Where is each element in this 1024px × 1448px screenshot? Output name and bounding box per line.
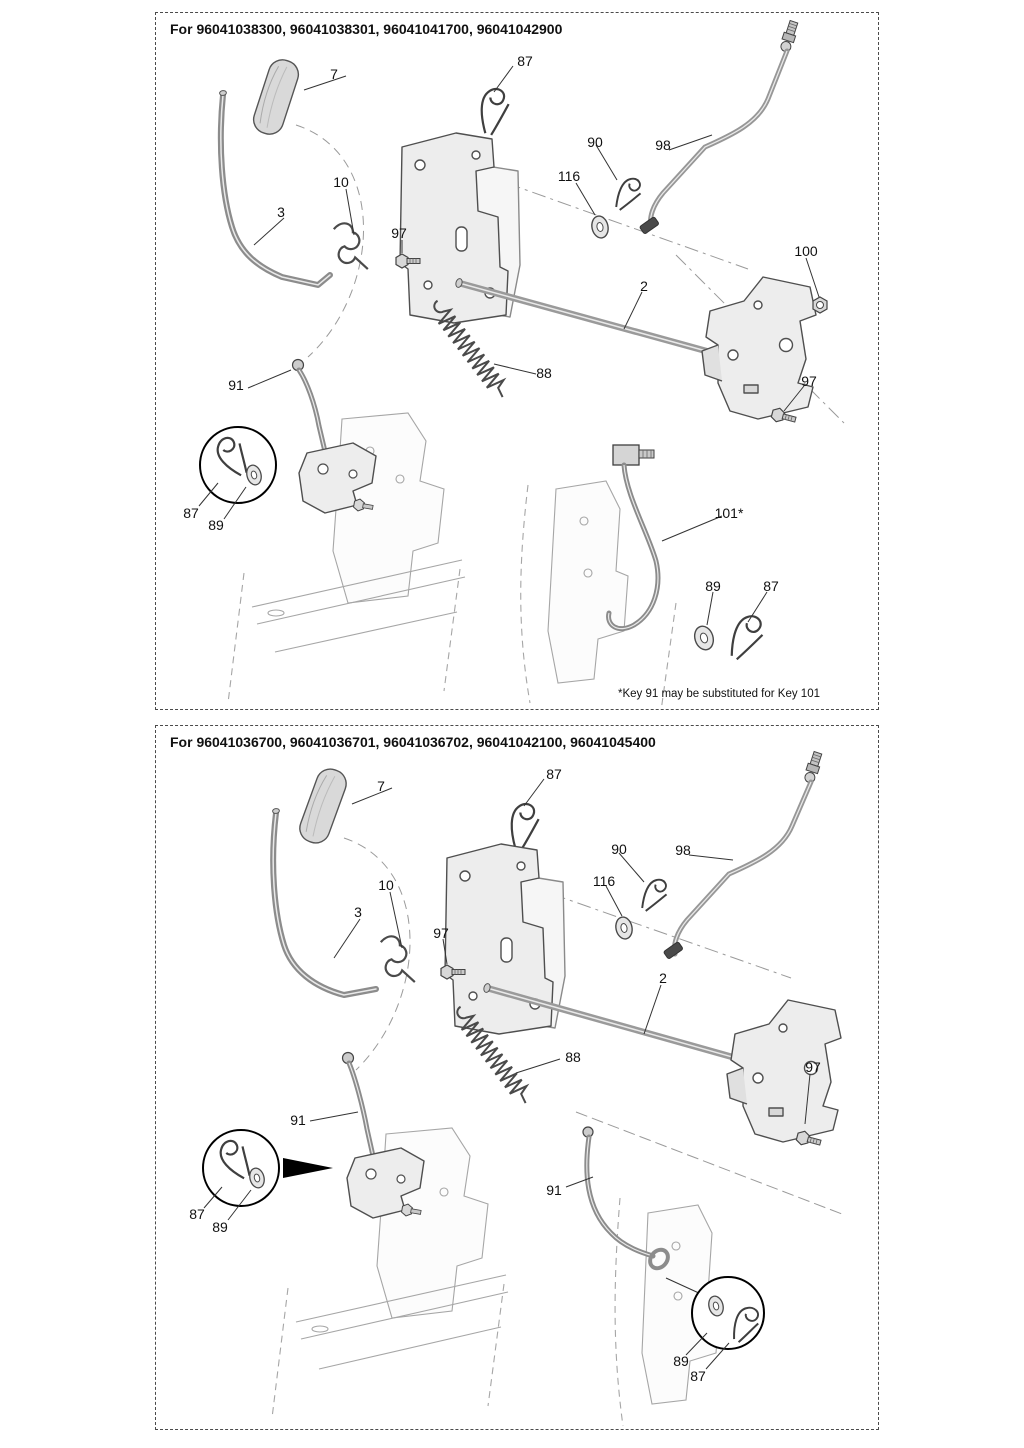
detail-callout-circle-left (202, 1129, 333, 1207)
callout-label-97: 97 (433, 925, 449, 941)
hex-bolt-left (395, 253, 421, 269)
diagram-panel-top: For 96041038300, 96041038301, 9604104170… (155, 12, 879, 710)
callout-label-116: 116 (592, 873, 616, 889)
detail-callout-circle-right (691, 1276, 765, 1350)
callout-label-88: 88 (565, 1049, 581, 1065)
hex-bolt-right (795, 1130, 822, 1146)
hex-bolt-right (770, 407, 797, 423)
callout-label-87b: 87 (189, 1206, 205, 1222)
callout-label-98: 98 (675, 842, 691, 858)
callout-label-10: 10 (333, 174, 349, 190)
torsion-spring (379, 935, 416, 983)
bell-crank-lever-right (582, 1126, 702, 1295)
callout-label-89b: 89 (673, 1353, 689, 1369)
pivot-bracket (399, 132, 521, 324)
brake-rod (639, 19, 799, 234)
handle-grip (299, 768, 347, 844)
flat-washer-116 (591, 215, 609, 239)
torsion-spring (332, 222, 369, 270)
bell-crank-lever (291, 358, 377, 514)
flat-washer-116 (615, 916, 633, 940)
callout-label-87: 87 (546, 766, 562, 782)
callout-label-88: 88 (536, 365, 552, 381)
callout-label-98: 98 (655, 137, 671, 153)
callout-label-89: 89 (212, 1219, 228, 1235)
callout-label-97b: 97 (801, 373, 817, 389)
hairpin-clip-top (510, 802, 540, 851)
callout-label-87: 87 (517, 53, 533, 69)
callout-label-100: 100 (794, 243, 818, 259)
callout-label-3: 3 (354, 904, 362, 920)
hairpin-clip-90 (615, 177, 642, 211)
leader-lines (203, 778, 811, 1370)
diagram-bottom-artwork (202, 750, 843, 1427)
callout-label-89: 89 (208, 517, 224, 533)
callout-label-91b: 91 (546, 1182, 562, 1198)
callout-label-89b: 89 (705, 578, 721, 594)
callout-label-10: 10 (378, 877, 394, 893)
callout-label-91: 91 (228, 377, 244, 393)
panel-title: For 96041036700, 96041036701, 9604103670… (170, 734, 656, 750)
callout-label-116: 116 (557, 168, 581, 184)
hairpin-clip-87 (730, 615, 764, 661)
callout-label-97b: 97 (805, 1059, 821, 1075)
hex-bolt-left (440, 964, 466, 980)
panel-title: For 96041038300, 96041038301, 9604104170… (170, 21, 563, 37)
panel-footnote: *Key 91 may be substituted for Key 101 (617, 688, 820, 700)
callout-label-2: 2 (640, 278, 648, 294)
callout-label-2: 2 (659, 970, 667, 986)
lift-shaft-bracket (726, 999, 842, 1143)
lift-lever-rod (270, 808, 379, 998)
bell-crank-lever-left (341, 1051, 425, 1219)
callout-label-97: 97 (391, 225, 407, 241)
callout-label-90: 90 (587, 134, 603, 150)
extension-spring (433, 299, 507, 398)
callout-label-91: 91 (290, 1112, 306, 1128)
brake-rod (663, 750, 823, 959)
hairpin-clip-top (480, 87, 510, 136)
callout-label-101: 101* (714, 505, 744, 521)
leader-lines (198, 65, 820, 626)
flat-washer-89 (693, 625, 715, 651)
detail-arrow (283, 1158, 333, 1178)
handle-grip (252, 59, 300, 135)
callout-label-7: 7 (330, 66, 338, 82)
diagram-panel-bottom: For 96041036700, 96041036701, 9604103670… (155, 725, 879, 1430)
callout-label-90: 90 (611, 841, 627, 857)
callout-label-7: 7 (377, 778, 385, 794)
hex-nut-100 (812, 296, 828, 314)
deck-bracket-ghost-right (520, 480, 677, 708)
extension-spring (456, 1005, 530, 1104)
hairpin-clip-90 (641, 878, 668, 912)
lift-shaft-bracket (701, 276, 817, 420)
adjustable-lift-rod (606, 444, 661, 632)
callout-label-87b: 87 (183, 505, 199, 521)
callout-label-3: 3 (277, 204, 285, 220)
detail-callout-circle (199, 426, 277, 504)
callout-label-87c: 87 (763, 578, 779, 594)
diagram-top-artwork (198, 19, 845, 708)
lift-lever-rod (217, 90, 333, 288)
pivot-bracket (444, 843, 566, 1035)
callout-label-87c: 87 (690, 1368, 706, 1384)
construction-lines (343, 837, 843, 1215)
deck-bracket-ghost-right (614, 1197, 721, 1427)
